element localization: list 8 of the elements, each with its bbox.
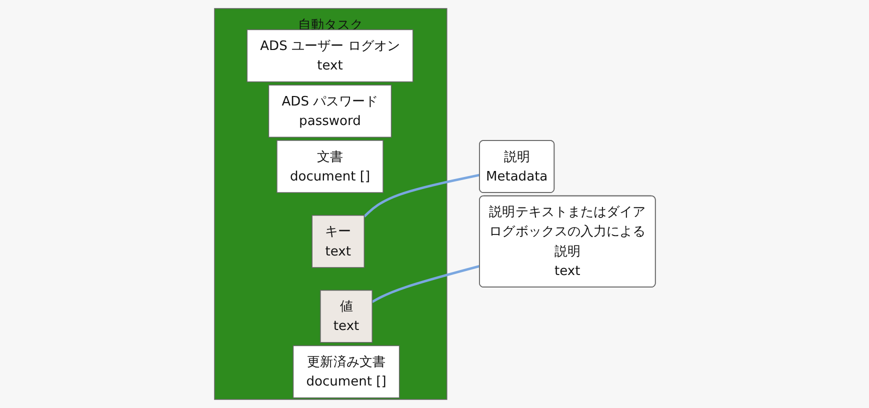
node-box: キー text	[311, 215, 364, 268]
node-box: 文書 document []	[276, 140, 384, 193]
node-box: 更新済み文書 document []	[292, 345, 400, 398]
connector	[371, 264, 480, 303]
connector	[362, 174, 480, 218]
node-box: 値 text	[320, 290, 372, 343]
node-box: ADS パスワード password	[268, 84, 392, 138]
node-box: ADS ユーザー ログオン text	[246, 29, 413, 82]
